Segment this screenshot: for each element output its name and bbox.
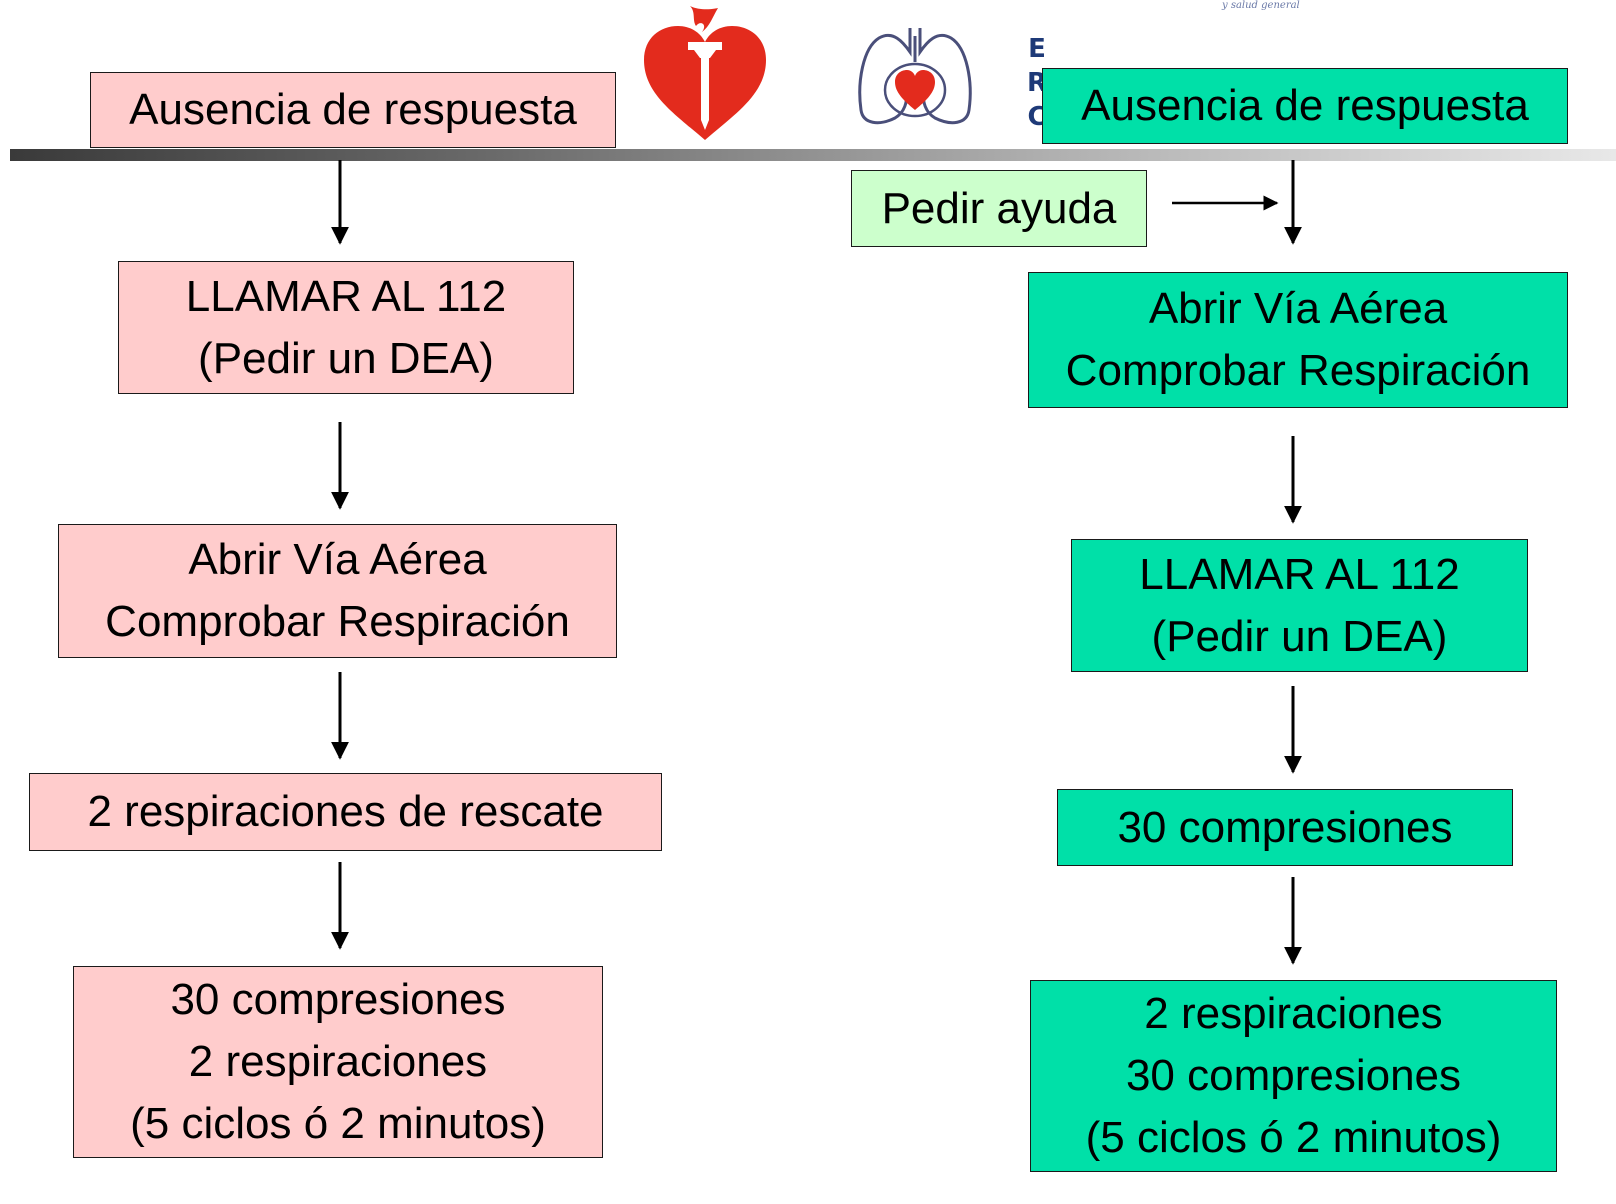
erc-letter: E — [1028, 34, 1046, 64]
aha-step-line: 2 respiraciones de rescate — [87, 787, 604, 836]
erc-lungs-heart-logo — [858, 28, 972, 125]
erc-step-call-112: LLAMAR AL 112 (Pedir un DEA) — [1071, 539, 1528, 672]
erc-step-line: (5 ciclos ó 2 minutos) — [1085, 1113, 1502, 1162]
erc-help-label: Pedir ayuda — [881, 183, 1117, 233]
erc-step-line: Ausencia de respuesta — [1081, 81, 1529, 130]
erc-step-open-airway: Abrir Vía Aérea Comprobar Respiración — [1028, 272, 1568, 408]
erc-step-line: Comprobar Respiración — [1065, 346, 1531, 395]
aha-heart-torch-logo — [644, 6, 766, 140]
aha-step-call-112: LLAMAR AL 112 (Pedir un DEA) — [118, 261, 574, 394]
aha-step-rescue-breaths: 2 respiraciones de rescate — [29, 773, 662, 851]
aha-step-line: (5 ciclos ó 2 minutos) — [130, 1099, 546, 1148]
aha-step-open-airway: Abrir Vía Aérea Comprobar Respiración — [58, 524, 617, 658]
erc-step-line: (Pedir un DEA) — [1151, 611, 1448, 661]
erc-letter: C — [1027, 102, 1047, 132]
header-divider — [10, 149, 1616, 161]
aha-step-line: (Pedir un DEA) — [198, 333, 494, 383]
erc-step-line: 2 respiraciones — [1144, 989, 1443, 1038]
aha-step-line: Abrir Vía Aérea — [188, 535, 487, 584]
aha-step-line: Ausencia de respuesta — [129, 85, 577, 134]
aha-step-no-response: Ausencia de respuesta — [90, 72, 616, 148]
erc-step-compressions: 30 compresiones — [1057, 789, 1513, 866]
aha-step-line: 30 compresiones — [170, 975, 506, 1024]
erc-step-cycle: 2 respiraciones 30 compresiones (5 ciclo… — [1030, 980, 1557, 1172]
erc-step-line: 30 compresiones — [1125, 1051, 1462, 1100]
aha-step-line: LLAMAR AL 112 — [185, 271, 507, 321]
aha-step-line: 2 respiraciones — [188, 1037, 488, 1086]
erc-help-box: Pedir ayuda — [851, 170, 1147, 247]
aha-step-line: Comprobar Respiración — [105, 597, 570, 646]
erc-step-line: Abrir Vía Aérea — [1148, 284, 1448, 333]
erc-step-line: LLAMAR AL 112 — [1139, 549, 1460, 599]
aha-step-compressions-cycle: 30 compresiones 2 respiraciones (5 ciclo… — [73, 966, 603, 1158]
erc-step-no-response: Ausencia de respuesta — [1042, 68, 1568, 144]
header-small-text: y salud general — [1222, 0, 1300, 11]
erc-step-line: 30 compresiones — [1117, 802, 1453, 852]
